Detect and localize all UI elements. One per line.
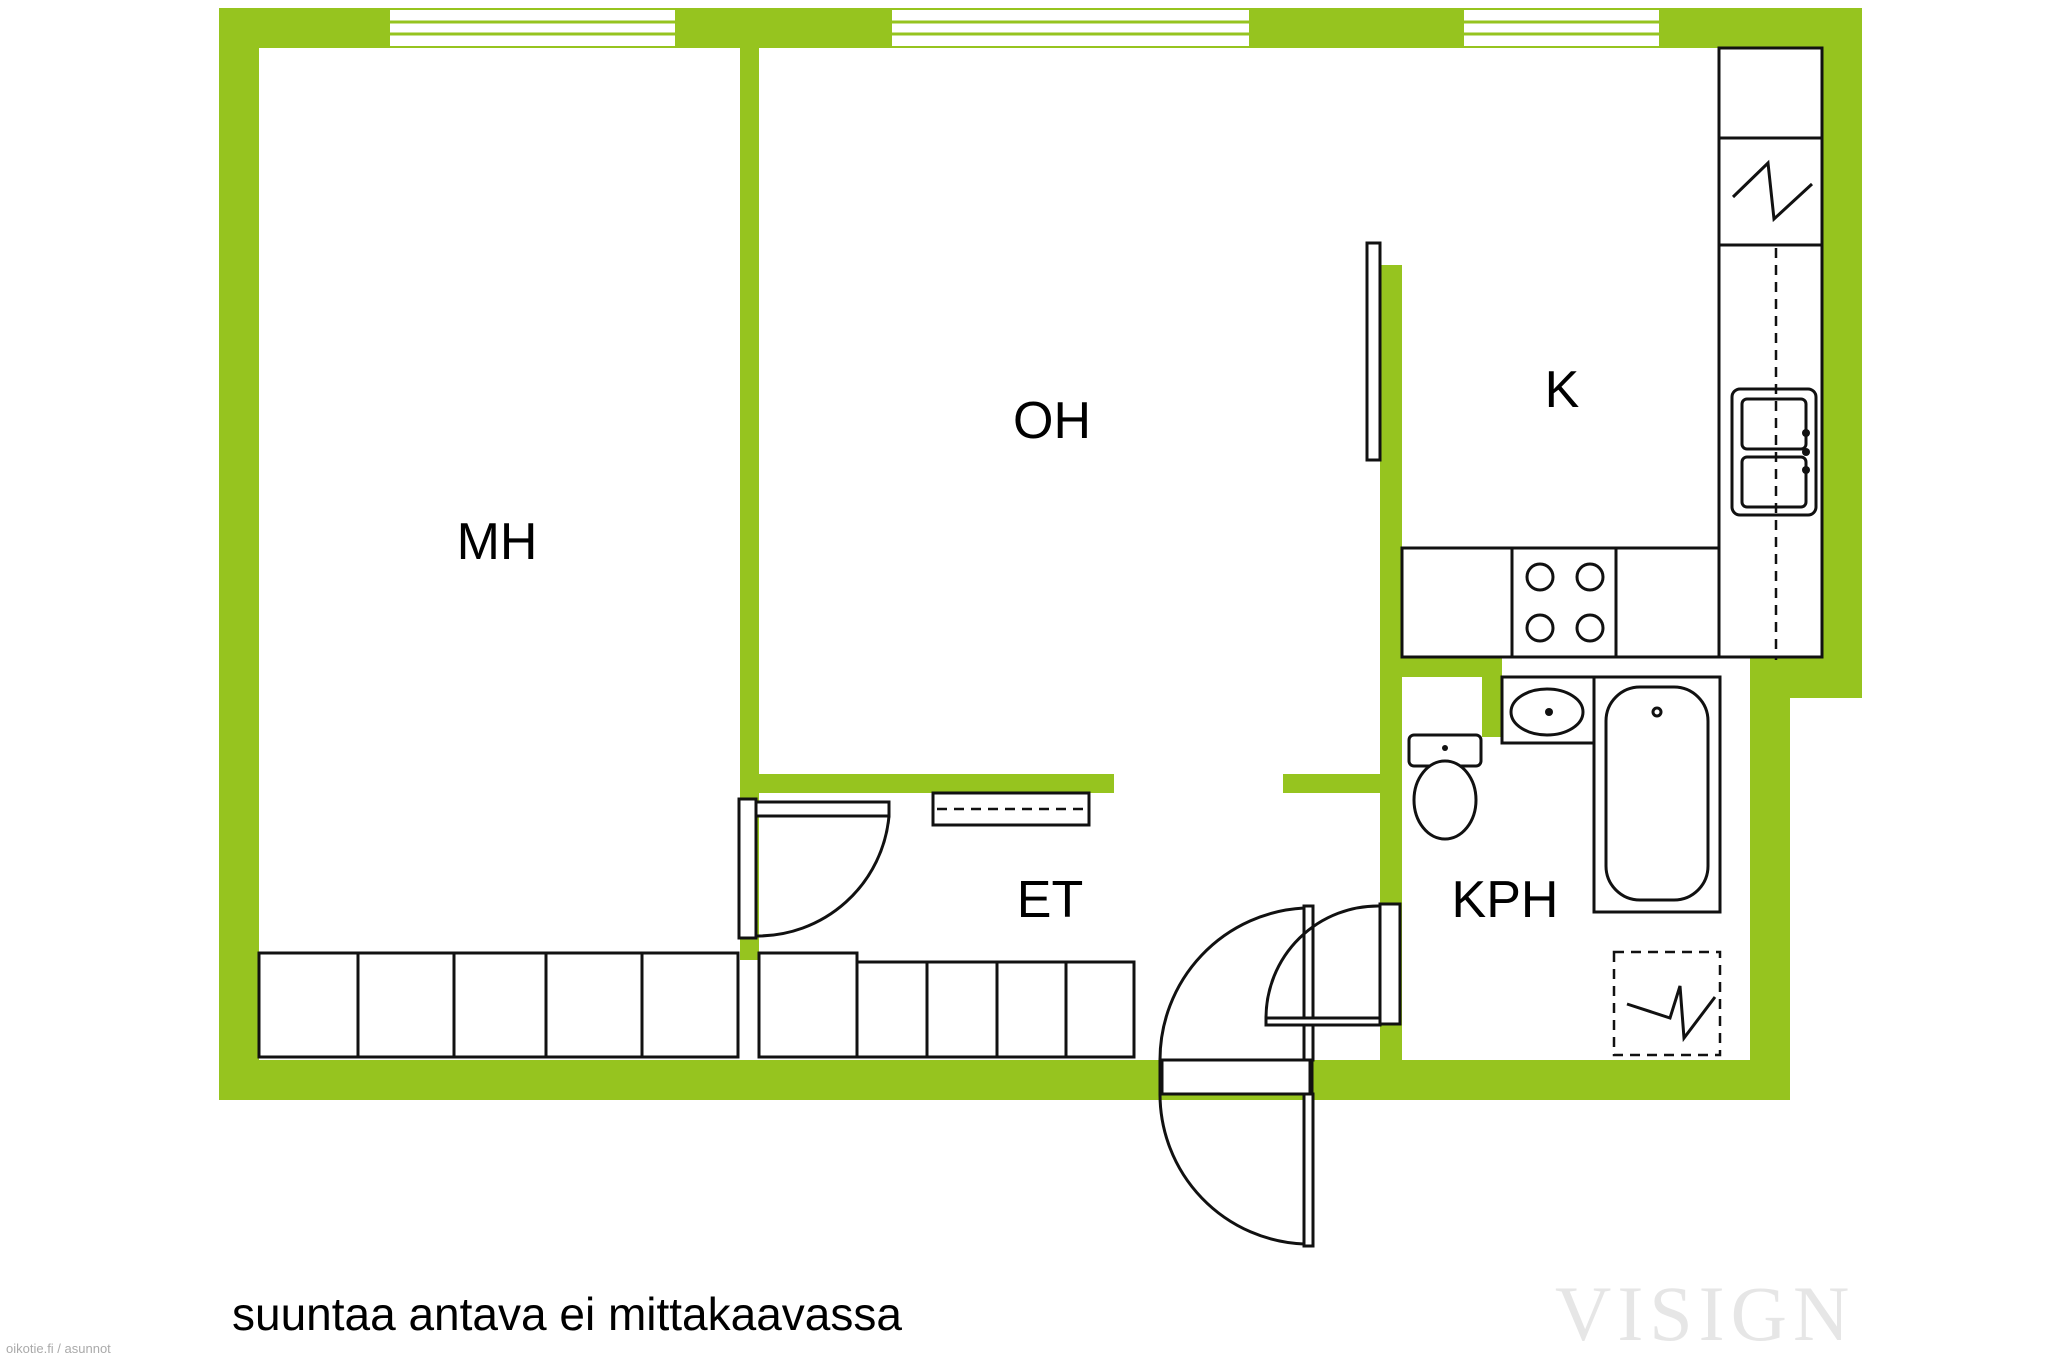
wall-oh-kitchen: [1380, 265, 1402, 1060]
kitchen: [1400, 46, 1824, 660]
hall-shelf: [931, 791, 1091, 827]
room-label-oh: OH: [1013, 392, 1091, 450]
windows: [390, 10, 1659, 46]
fridge-symbol: [1731, 159, 1814, 223]
window-mh: [390, 10, 675, 46]
wall-kitchen-bath: [1402, 657, 1502, 677]
bathtub-icon: [1592, 675, 1722, 914]
sink-icon: [1730, 387, 1818, 517]
scale-disclaimer: suuntaa antava ei mittakaavassa: [232, 1288, 902, 1340]
room-label-mh: MH: [457, 513, 538, 571]
sliding-door-panel: [1365, 241, 1382, 462]
bathroom: [1407, 675, 1722, 1057]
wardrobes-et: [757, 951, 1136, 1059]
room-label-k: K: [1545, 361, 1580, 419]
room-label-et: ET: [1017, 871, 1083, 929]
stove-icon: [1510, 546, 1618, 659]
window-oh: [892, 10, 1249, 46]
washbasin-icon: [1500, 675, 1596, 745]
wall-mh-oh: [740, 48, 759, 960]
washing-machine-icon: [1612, 950, 1722, 1057]
toilet-icon: [1407, 733, 1483, 841]
watermark-logo: VISIGN: [1555, 1270, 1855, 1357]
wardrobes-mh: [257, 951, 740, 1059]
door-mh: [737, 797, 891, 940]
wall-bath-stub: [1482, 657, 1502, 737]
outer-wall-bottom: [219, 1060, 1790, 1100]
outer-wall-right-lower: [1750, 658, 1790, 1100]
source-credit: oikotie.fi / asunnot: [6, 1341, 111, 1356]
room-label-kph: KPH: [1452, 871, 1559, 929]
outer-wall-right-upper: [1822, 8, 1862, 698]
window-k: [1464, 10, 1659, 46]
kitchen-counter-right: [1717, 46, 1824, 659]
wall-et-stub: [1283, 774, 1380, 793]
door-kph: [1264, 902, 1402, 1027]
entrance-door: [1158, 904, 1315, 1248]
wall-oh-et: [759, 774, 1114, 793]
outer-wall-left: [219, 8, 259, 1100]
walls: [219, 8, 1862, 1100]
